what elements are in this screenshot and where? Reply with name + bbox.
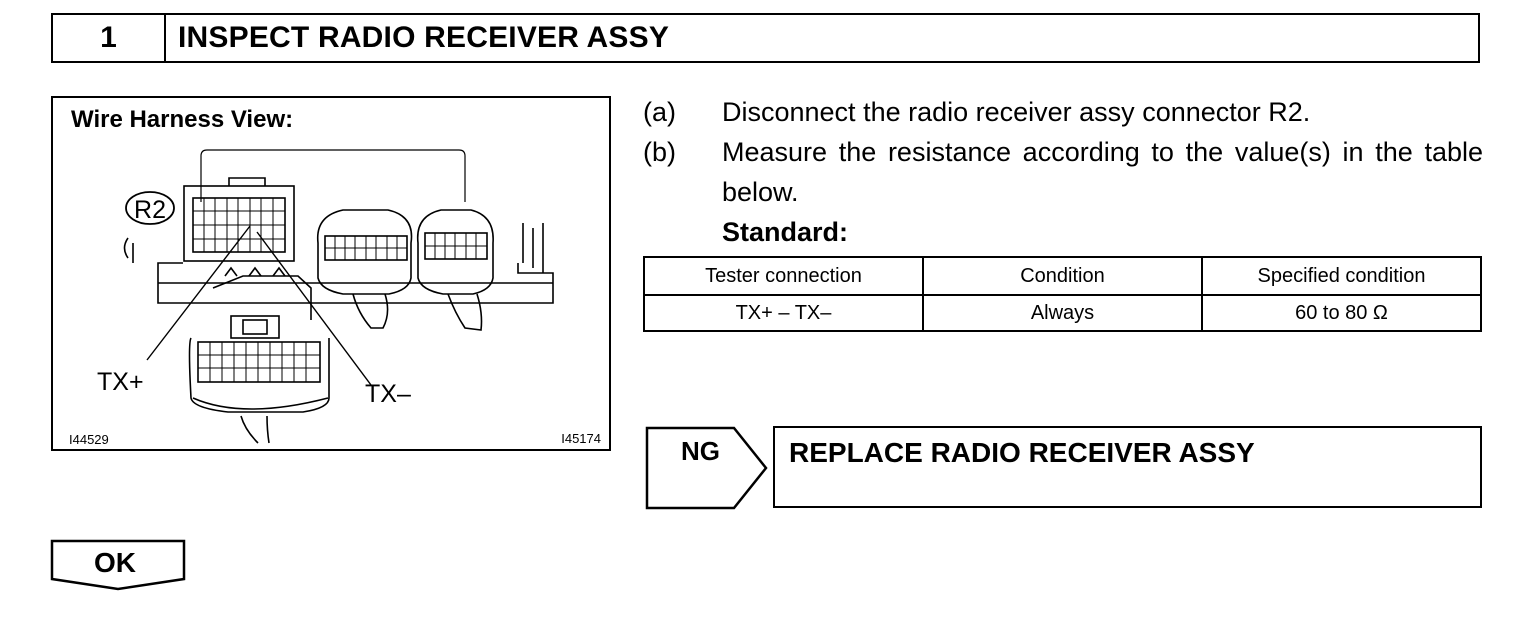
- instruction-label: (a): [643, 97, 676, 127]
- figure-id-right: I45174: [561, 431, 601, 446]
- instruction-text: Disconnect the radio receiver assy conne…: [722, 97, 1311, 127]
- table-cell: TX+ – TX–: [643, 294, 924, 332]
- instruction-text: Measure the resistance according to the …: [722, 137, 1483, 207]
- table-cell: Always: [922, 294, 1203, 332]
- instruction-item: (a) Disconnect the radio receiver assy c…: [643, 92, 1483, 132]
- instructions: (a) Disconnect the radio receiver assy c…: [643, 92, 1483, 252]
- instruction-label: (b): [643, 137, 676, 167]
- instruction-item: (b) Measure the resistance according to …: [643, 132, 1483, 212]
- spec-table: Tester connection Condition Specified co…: [643, 256, 1482, 332]
- tx-minus-callout: TX–: [365, 380, 411, 408]
- ng-action-box: REPLACE RADIO RECEIVER ASSY: [773, 426, 1482, 508]
- wire-harness-figure: Wire Harness View:: [51, 96, 611, 451]
- ng-action-text: REPLACE RADIO RECEIVER ASSY: [789, 437, 1255, 468]
- table-row: TX+ – TX– Always 60 to 80 Ω: [643, 294, 1482, 332]
- table-header-cell: Tester connection: [643, 256, 924, 296]
- ng-arrow-shape: [645, 426, 768, 510]
- table-header-cell: Condition: [922, 256, 1203, 296]
- figure-id-left: I44529: [69, 432, 109, 447]
- table-cell: 60 to 80 Ω: [1201, 294, 1482, 332]
- step-title: INSPECT RADIO RECEIVER ASSY: [178, 21, 670, 54]
- standard-label: Standard:: [722, 217, 849, 247]
- connector-illustration: R2: [123, 149, 554, 444]
- ok-label: OK: [94, 547, 136, 578]
- tx-plus-callout: TX+: [97, 368, 144, 396]
- connector-r2-label: R2: [134, 196, 166, 224]
- figure-title: Wire Harness View:: [71, 106, 294, 133]
- table-header-row: Tester connection Condition Specified co…: [643, 256, 1482, 296]
- step-header: 1 INSPECT RADIO RECEIVER ASSY: [51, 13, 1480, 63]
- table-header-cell: Specified condition: [1201, 256, 1482, 296]
- step-number: 1: [53, 15, 166, 61]
- ng-label: NG: [681, 436, 720, 466]
- ok-arrow-shape: [50, 539, 186, 591]
